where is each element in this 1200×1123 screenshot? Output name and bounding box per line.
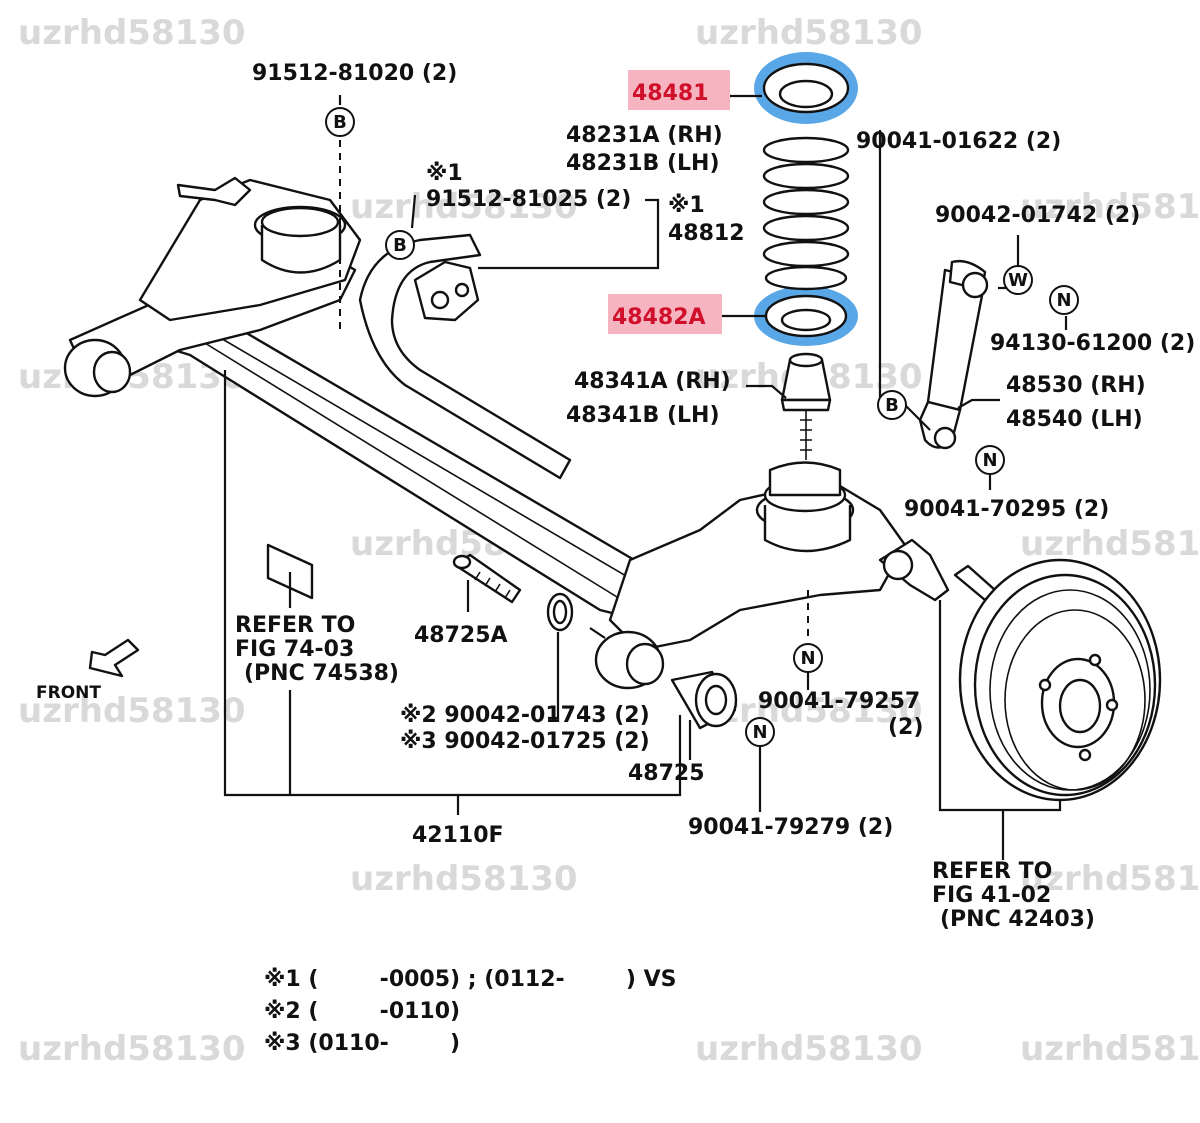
label-42110f: 42110F — [412, 823, 504, 848]
label-90041-79279: 90041-79279 (2) — [688, 815, 893, 840]
label-48482a: 48482A — [612, 305, 706, 330]
label-48341a: 48341A (RH) — [574, 369, 731, 394]
footnote-3: ※3 (0110- ) — [264, 1031, 460, 1056]
watermark: uzrhd58130 — [695, 13, 923, 53]
shock-absorber — [918, 259, 989, 450]
bracket-48812 — [413, 260, 480, 322]
marker-n-label: N — [982, 450, 997, 471]
label-mark1: ※1 — [668, 193, 705, 218]
label-mark1: ※1 — [426, 161, 463, 186]
highlight-48482a — [608, 294, 722, 334]
watermark: uzrhd58130 — [695, 1029, 923, 1069]
highlight-48481 — [628, 70, 730, 110]
axle-beam-assembly — [63, 176, 950, 690]
marker-b — [385, 230, 415, 260]
watermark: uzrhd58130 — [350, 859, 578, 899]
left-stub-axle — [176, 176, 252, 207]
marker-b-label: B — [333, 112, 347, 133]
watermark: uzrhd58130 — [1020, 1029, 1200, 1069]
leader-lines — [223, 94, 1068, 860]
marker-n — [975, 445, 1005, 475]
marker-n-label: N — [800, 648, 815, 669]
bump-stopper — [780, 352, 832, 460]
watermarks: uzrhd58130 uzrhd58130 uzrhd58130 uzrhd58… — [18, 13, 1200, 1069]
label-48725a: 48725A — [414, 623, 508, 648]
marker-b-label: B — [393, 235, 407, 256]
label-90042-01743: ※2 90042-01743 (2) — [400, 703, 650, 728]
label-refer-74-line3: (PNC 74538) — [244, 661, 399, 686]
label-90042-01742: 90042-01742 (2) — [935, 203, 1140, 228]
label-94130-61200: 94130-61200 (2) — [990, 331, 1195, 356]
label-refer-74-line2: FIG 74-03 — [235, 637, 354, 662]
bolt-48725a — [452, 553, 522, 604]
label-48812: 48812 — [668, 221, 745, 246]
spring-lower-seat — [764, 294, 848, 338]
coil-spring — [762, 136, 850, 291]
label-48231b: 48231B (LH) — [566, 151, 720, 176]
footnotes: ※1 ( -0005) ; (0112- ) VS ※2 ( -0110) ※3… — [264, 967, 677, 1056]
label-48725: 48725 — [628, 761, 705, 786]
label-refer-41-line2: FIG 41-02 — [932, 883, 1051, 908]
label-90041-70295: 90041-70295 (2) — [904, 497, 1109, 522]
spring-upper-seat — [762, 62, 850, 114]
marker-b — [877, 390, 907, 420]
watermark: uzrhd58130 — [350, 187, 578, 227]
label-refer-41-line1: REFER TO — [932, 859, 1052, 884]
label-90041-79257: 90041-79257 — [758, 689, 920, 714]
label-91512-81020: 91512-81020 (2) — [252, 61, 457, 86]
marker-n-label: N — [1056, 290, 1071, 311]
label-refer-74-line1: REFER TO — [235, 613, 355, 638]
label-48530: 48530 (RH) — [1006, 373, 1146, 398]
circle-markers: B B B W N N N N — [325, 107, 1079, 747]
watermark: uzrhd58130 — [1020, 859, 1200, 899]
label-90042-01725: ※3 90042-01725 (2) — [400, 729, 650, 754]
label-48341b: 48341B (LH) — [566, 403, 720, 428]
marker-n — [793, 643, 823, 673]
marker-n — [745, 717, 775, 747]
label-90041-79257-qty: (2) — [888, 715, 923, 740]
marker-n-label: N — [752, 722, 767, 743]
watermark: uzrhd58130 — [18, 691, 246, 731]
marker-b — [325, 107, 355, 137]
footnote-2: ※2 ( -0110) — [264, 999, 460, 1024]
watermark: uzrhd58130 — [1020, 187, 1200, 227]
footnote-1: ※1 ( -0005) ; (0112- ) VS — [264, 967, 677, 992]
label-48540: 48540 (LH) — [1006, 407, 1143, 432]
brake-drum — [958, 558, 1162, 802]
watermark: uzrhd58130 — [1020, 524, 1200, 564]
front-arrow-icon — [88, 638, 140, 678]
label-90041-01622: 90041-01622 (2) — [856, 129, 1061, 154]
watermark: uzrhd58130 — [18, 13, 246, 53]
marker-b-label: B — [885, 395, 899, 416]
label-91512-81025: 91512-81025 (2) — [426, 187, 631, 212]
label-48231a: 48231A (RH) — [566, 123, 723, 148]
marker-n — [1049, 285, 1079, 315]
label-48481: 48481 — [632, 81, 709, 106]
label-plate — [266, 543, 314, 600]
marker-w-label: W — [1008, 270, 1028, 291]
watermark: uzrhd58130 — [18, 1029, 246, 1069]
part-labels: 91512-81020 (2) 48481 48231A (RH) 48231B… — [36, 61, 1195, 932]
marker-w — [1003, 265, 1033, 295]
bushing-48725 — [670, 670, 738, 730]
label-front: FRONT — [36, 683, 101, 703]
label-refer-41-line3: (PNC 42403) — [940, 907, 1095, 932]
